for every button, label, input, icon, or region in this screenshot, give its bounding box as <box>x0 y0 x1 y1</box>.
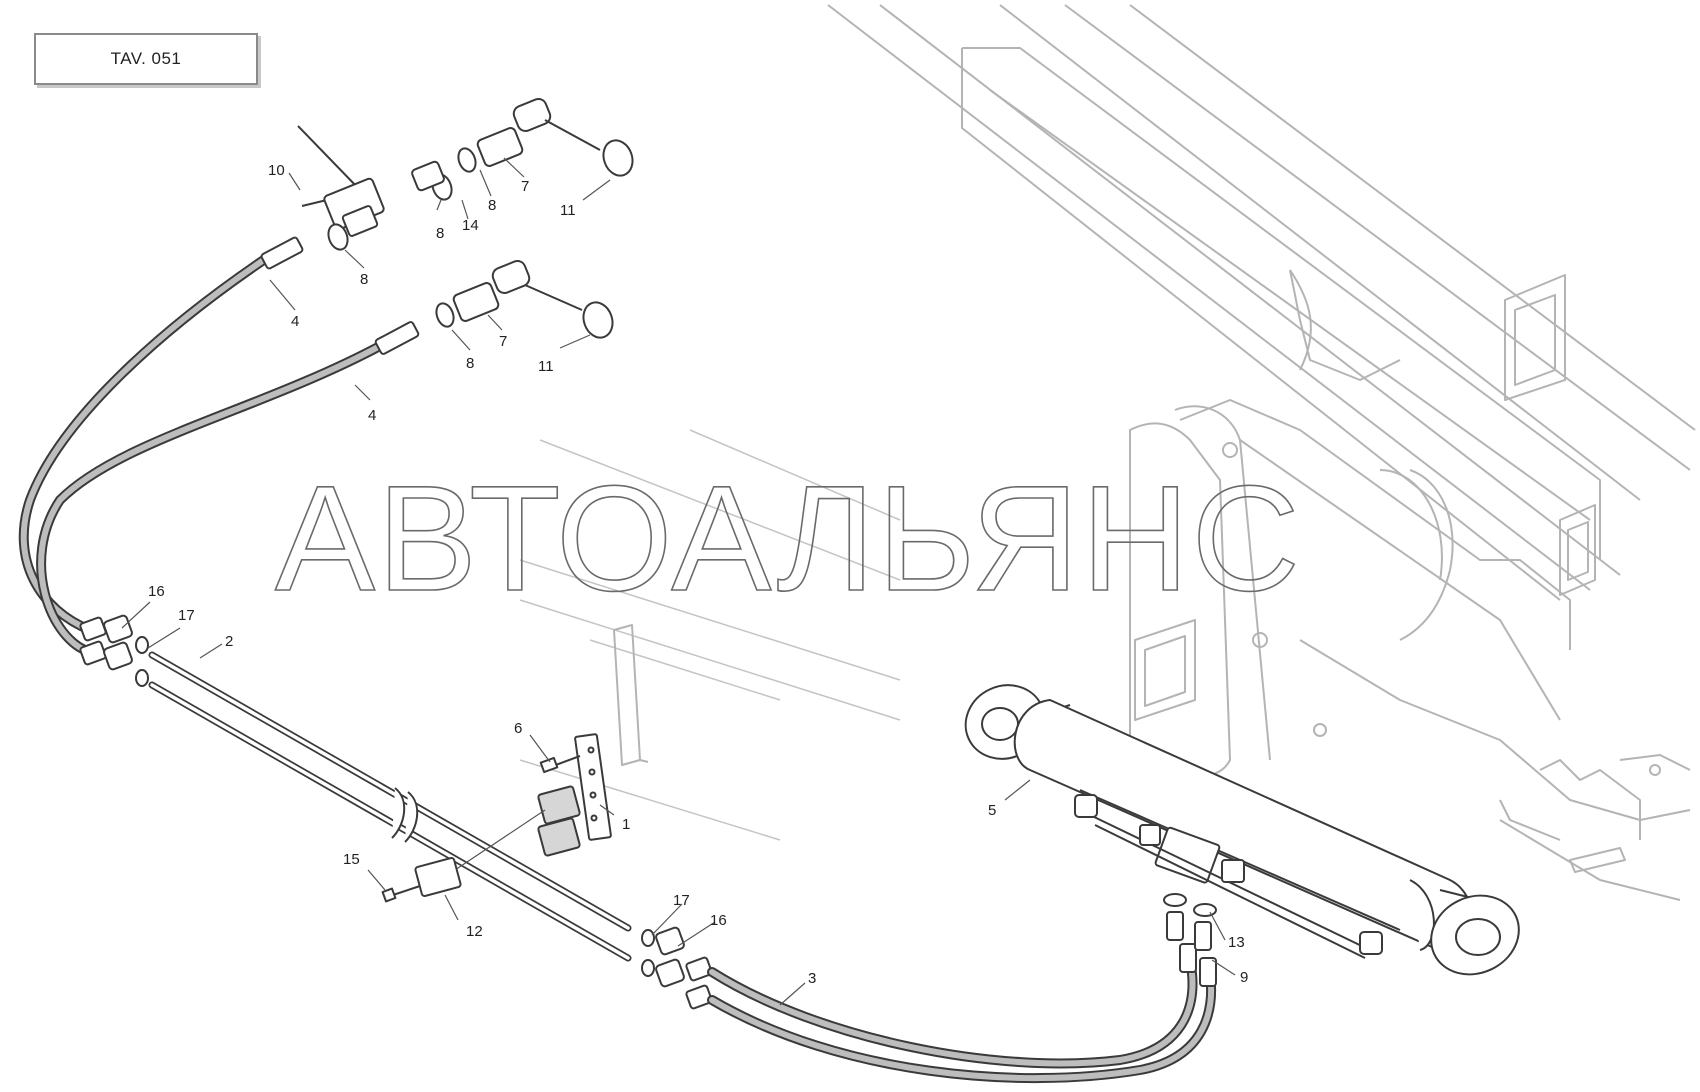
callout-4: 4 <box>291 313 299 330</box>
callout-8: 8 <box>466 355 474 372</box>
callout-3: 3 <box>808 970 816 987</box>
callout-13: 13 <box>1228 934 1245 951</box>
callout-15: 15 <box>343 851 360 868</box>
adapter-fitting <box>411 160 445 192</box>
fittings-right <box>641 926 713 1010</box>
callout-1: 1 <box>622 816 630 833</box>
callout-12: 12 <box>466 923 483 940</box>
callout-5: 5 <box>988 802 996 819</box>
callout-14: 14 <box>462 217 479 234</box>
callout-8: 8 <box>360 271 368 288</box>
cylinder-fittings <box>1163 893 1217 951</box>
sheet-label-box: TAV. 051 <box>34 33 258 85</box>
leader-lines <box>121 157 1236 1006</box>
callout-2: 2 <box>225 633 233 650</box>
fittings-left <box>79 614 149 687</box>
callout-17: 17 <box>178 607 195 624</box>
callout-7: 7 <box>499 333 507 350</box>
hose-4-lower <box>36 321 420 657</box>
mounting-bracket <box>381 624 649 903</box>
callout-6: 6 <box>514 720 522 737</box>
hydraulic-cylinder <box>964 684 1520 976</box>
callout-16: 16 <box>710 912 727 929</box>
callout-4: 4 <box>368 407 376 424</box>
watermark-text: АВТОАЛЬЯНС <box>275 454 1302 622</box>
callout-17: 17 <box>673 892 690 909</box>
hoses-3 <box>707 943 1217 1084</box>
callout-labels: 10 8 14 8 7 11 8 4 8 7 11 4 16 17 2 6 1 … <box>148 162 1248 987</box>
callout-8: 8 <box>488 197 496 214</box>
callout-16: 16 <box>148 583 165 600</box>
callout-11: 11 <box>560 202 576 219</box>
tubes-2 <box>148 651 632 962</box>
callout-10: 10 <box>268 162 285 179</box>
callout-11: 11 <box>538 358 554 375</box>
dust-caps <box>491 97 634 339</box>
callout-9: 9 <box>1240 969 1248 986</box>
sheet-label: TAV. 051 <box>110 49 182 68</box>
callout-7: 7 <box>521 178 529 195</box>
ball-valve <box>297 125 385 237</box>
callout-8: 8 <box>436 225 444 242</box>
seal-rings <box>327 147 477 328</box>
quick-couplers <box>452 127 524 322</box>
